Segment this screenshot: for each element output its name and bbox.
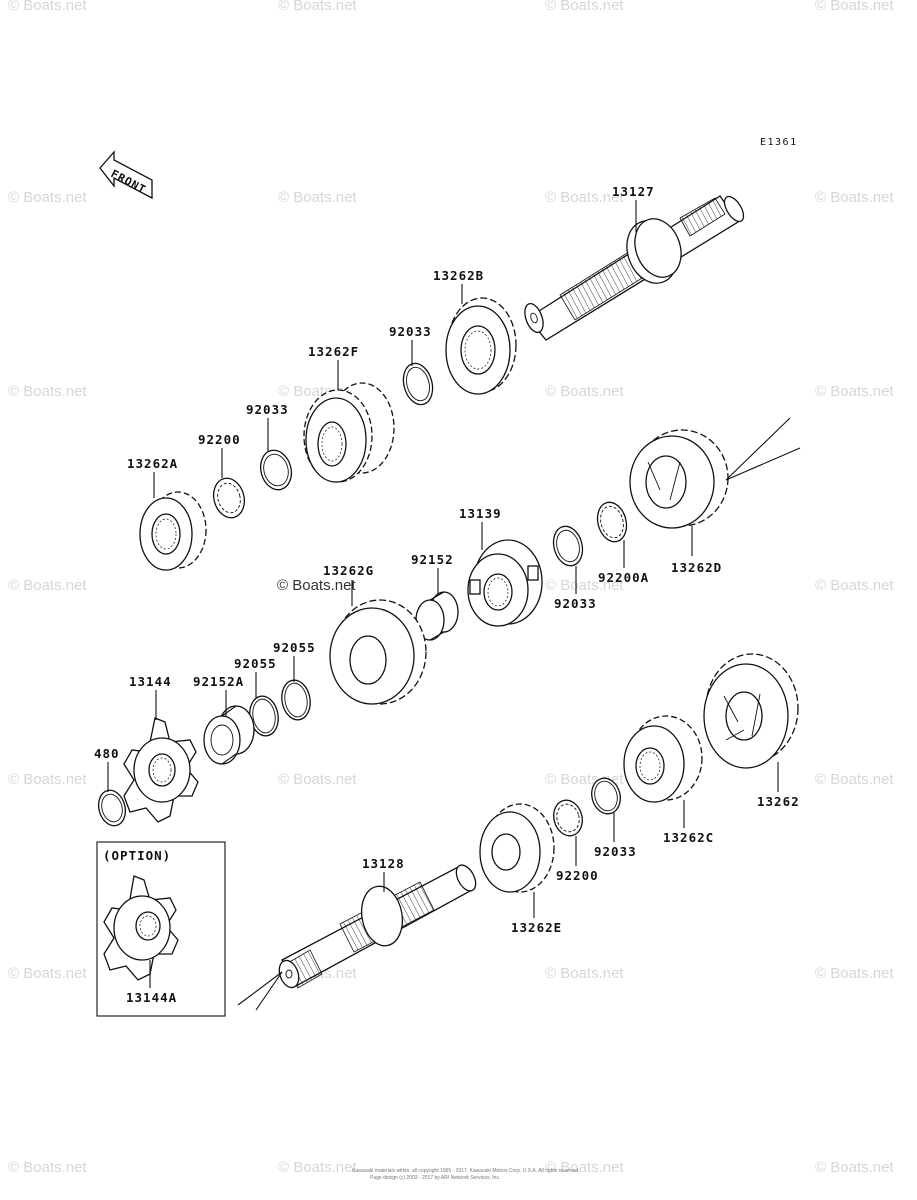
label-92200A[interactable]: 92200A — [598, 570, 649, 585]
label-13262D[interactable]: 13262D — [671, 560, 722, 575]
label-480[interactable]: 480 — [94, 746, 120, 761]
washer-92200A[interactable] — [593, 499, 630, 545]
watermark: © Boats.net — [8, 965, 87, 982]
watermark: © Boats.net — [815, 383, 894, 400]
circlip-92033-d[interactable] — [588, 775, 624, 817]
gear-13262[interactable] — [703, 653, 799, 769]
shaft-13128[interactable] — [276, 862, 480, 990]
watermark: © Boats.net — [815, 0, 894, 14]
label-92152A[interactable]: 92152A — [193, 674, 244, 689]
watermark: © Boats.net — [278, 771, 357, 788]
label-92055-b[interactable]: 92055 — [273, 640, 316, 655]
watermark: © Boats.net — [278, 1159, 357, 1176]
watermark: © Boats.net — [8, 383, 87, 400]
watermark: © Boats.net — [815, 771, 894, 788]
watermark: © Boats.net — [278, 189, 357, 206]
bushing-92152[interactable] — [415, 591, 459, 641]
diagram-code: E1361 — [760, 137, 798, 148]
watermark: © Boats.net — [545, 383, 624, 400]
watermark: © Boats.net — [815, 965, 894, 982]
gear-13262F[interactable] — [303, 382, 395, 483]
watermark: © Boats.net — [545, 965, 624, 982]
label-92033-c[interactable]: 92033 — [554, 596, 597, 611]
circlip-480[interactable] — [95, 787, 129, 829]
label-13262[interactable]: 13262 — [757, 794, 800, 809]
label-13262E[interactable]: 13262E — [511, 920, 562, 935]
label-13262C[interactable]: 13262C — [663, 830, 714, 845]
front-arrow-icon: FRONT — [99, 150, 153, 200]
label-13128[interactable]: 13128 — [362, 856, 405, 871]
shaft-13127[interactable] — [521, 193, 747, 341]
copyright-line-2: Page design (c) 2003 - 2017 by ARI Netwo… — [370, 1175, 500, 1181]
gear-13262D[interactable] — [629, 429, 729, 529]
washer-92200-b[interactable] — [550, 797, 586, 839]
sprocket-13144[interactable] — [123, 717, 199, 823]
label-13144A[interactable]: 13144A — [126, 990, 177, 1005]
gear-13262E[interactable] — [479, 803, 555, 893]
label-13144[interactable]: 13144 — [129, 674, 172, 689]
watermark: © Boats.net — [815, 189, 894, 206]
washer-92200-a[interactable] — [209, 475, 248, 521]
label-92152[interactable]: 92152 — [411, 552, 454, 567]
label-13127[interactable]: 13127 — [612, 184, 655, 199]
watermark: © Boats.net — [545, 189, 624, 206]
gear-13262G[interactable] — [329, 599, 427, 705]
label-92055-a[interactable]: 92055 — [234, 656, 277, 671]
watermark: © Boats.net — [815, 577, 894, 594]
gear-13262A[interactable] — [139, 491, 207, 571]
label-92200-a[interactable]: 92200 — [198, 432, 241, 447]
part-labels: 13127 13262B 92033 13262F 92033 92200 13… — [94, 184, 800, 1005]
label-13262B[interactable]: 13262B — [433, 268, 484, 283]
gear-13262B[interactable] — [445, 297, 517, 395]
watermark: © Boats.net — [545, 0, 624, 14]
watermark: © Boats.net — [545, 577, 624, 594]
shaft-pointer-line-b — [725, 447, 801, 481]
circlip-92033-c[interactable] — [549, 523, 586, 569]
bushing-92152A[interactable] — [203, 705, 255, 765]
watermark: © Boats.net — [278, 0, 357, 14]
watermark: © Boats.net — [815, 1159, 894, 1176]
sprocket-13144A[interactable] — [103, 875, 179, 981]
label-13262F[interactable]: 13262F — [308, 344, 359, 359]
watermark: © Boats.net — [8, 189, 87, 206]
option-label: (OPTION) — [103, 848, 171, 863]
copyright-line-1: Kawasaki materials within, all copyright… — [352, 1168, 580, 1174]
option-box: (OPTION) — [96, 841, 226, 1017]
shaft-pointer-line-d — [255, 971, 283, 1011]
watermark-center: © Boats.net — [277, 577, 356, 594]
label-92033-a[interactable]: 92033 — [389, 324, 432, 339]
leader-lines — [107, 200, 779, 988]
label-13262G[interactable]: 13262G — [323, 563, 374, 578]
circlip-92033-b[interactable] — [256, 447, 295, 493]
watermark: © Boats.net — [8, 577, 87, 594]
label-13139[interactable]: 13139 — [459, 506, 502, 521]
oring-92055-b[interactable] — [279, 678, 314, 722]
watermark-layer: © Boats.net © Boats.net © Boats.net © Bo… — [8, 0, 894, 1176]
shaft-pointer-line-a — [725, 417, 791, 481]
watermark: © Boats.net — [545, 1159, 624, 1176]
shaft-pointer-line-c — [237, 971, 283, 1006]
gear-13262C[interactable] — [623, 715, 703, 803]
hub-13139[interactable] — [467, 539, 543, 627]
label-92033-b[interactable]: 92033 — [246, 402, 289, 417]
watermark: © Boats.net — [8, 1159, 87, 1176]
label-13262A[interactable]: 13262A — [127, 456, 178, 471]
circlip-92033-a[interactable] — [399, 360, 437, 408]
label-92200-b[interactable]: 92200 — [556, 868, 599, 883]
watermark: © Boats.net — [8, 0, 87, 14]
watermark: © Boats.net — [8, 771, 87, 788]
label-92033-d[interactable]: 92033 — [594, 844, 637, 859]
